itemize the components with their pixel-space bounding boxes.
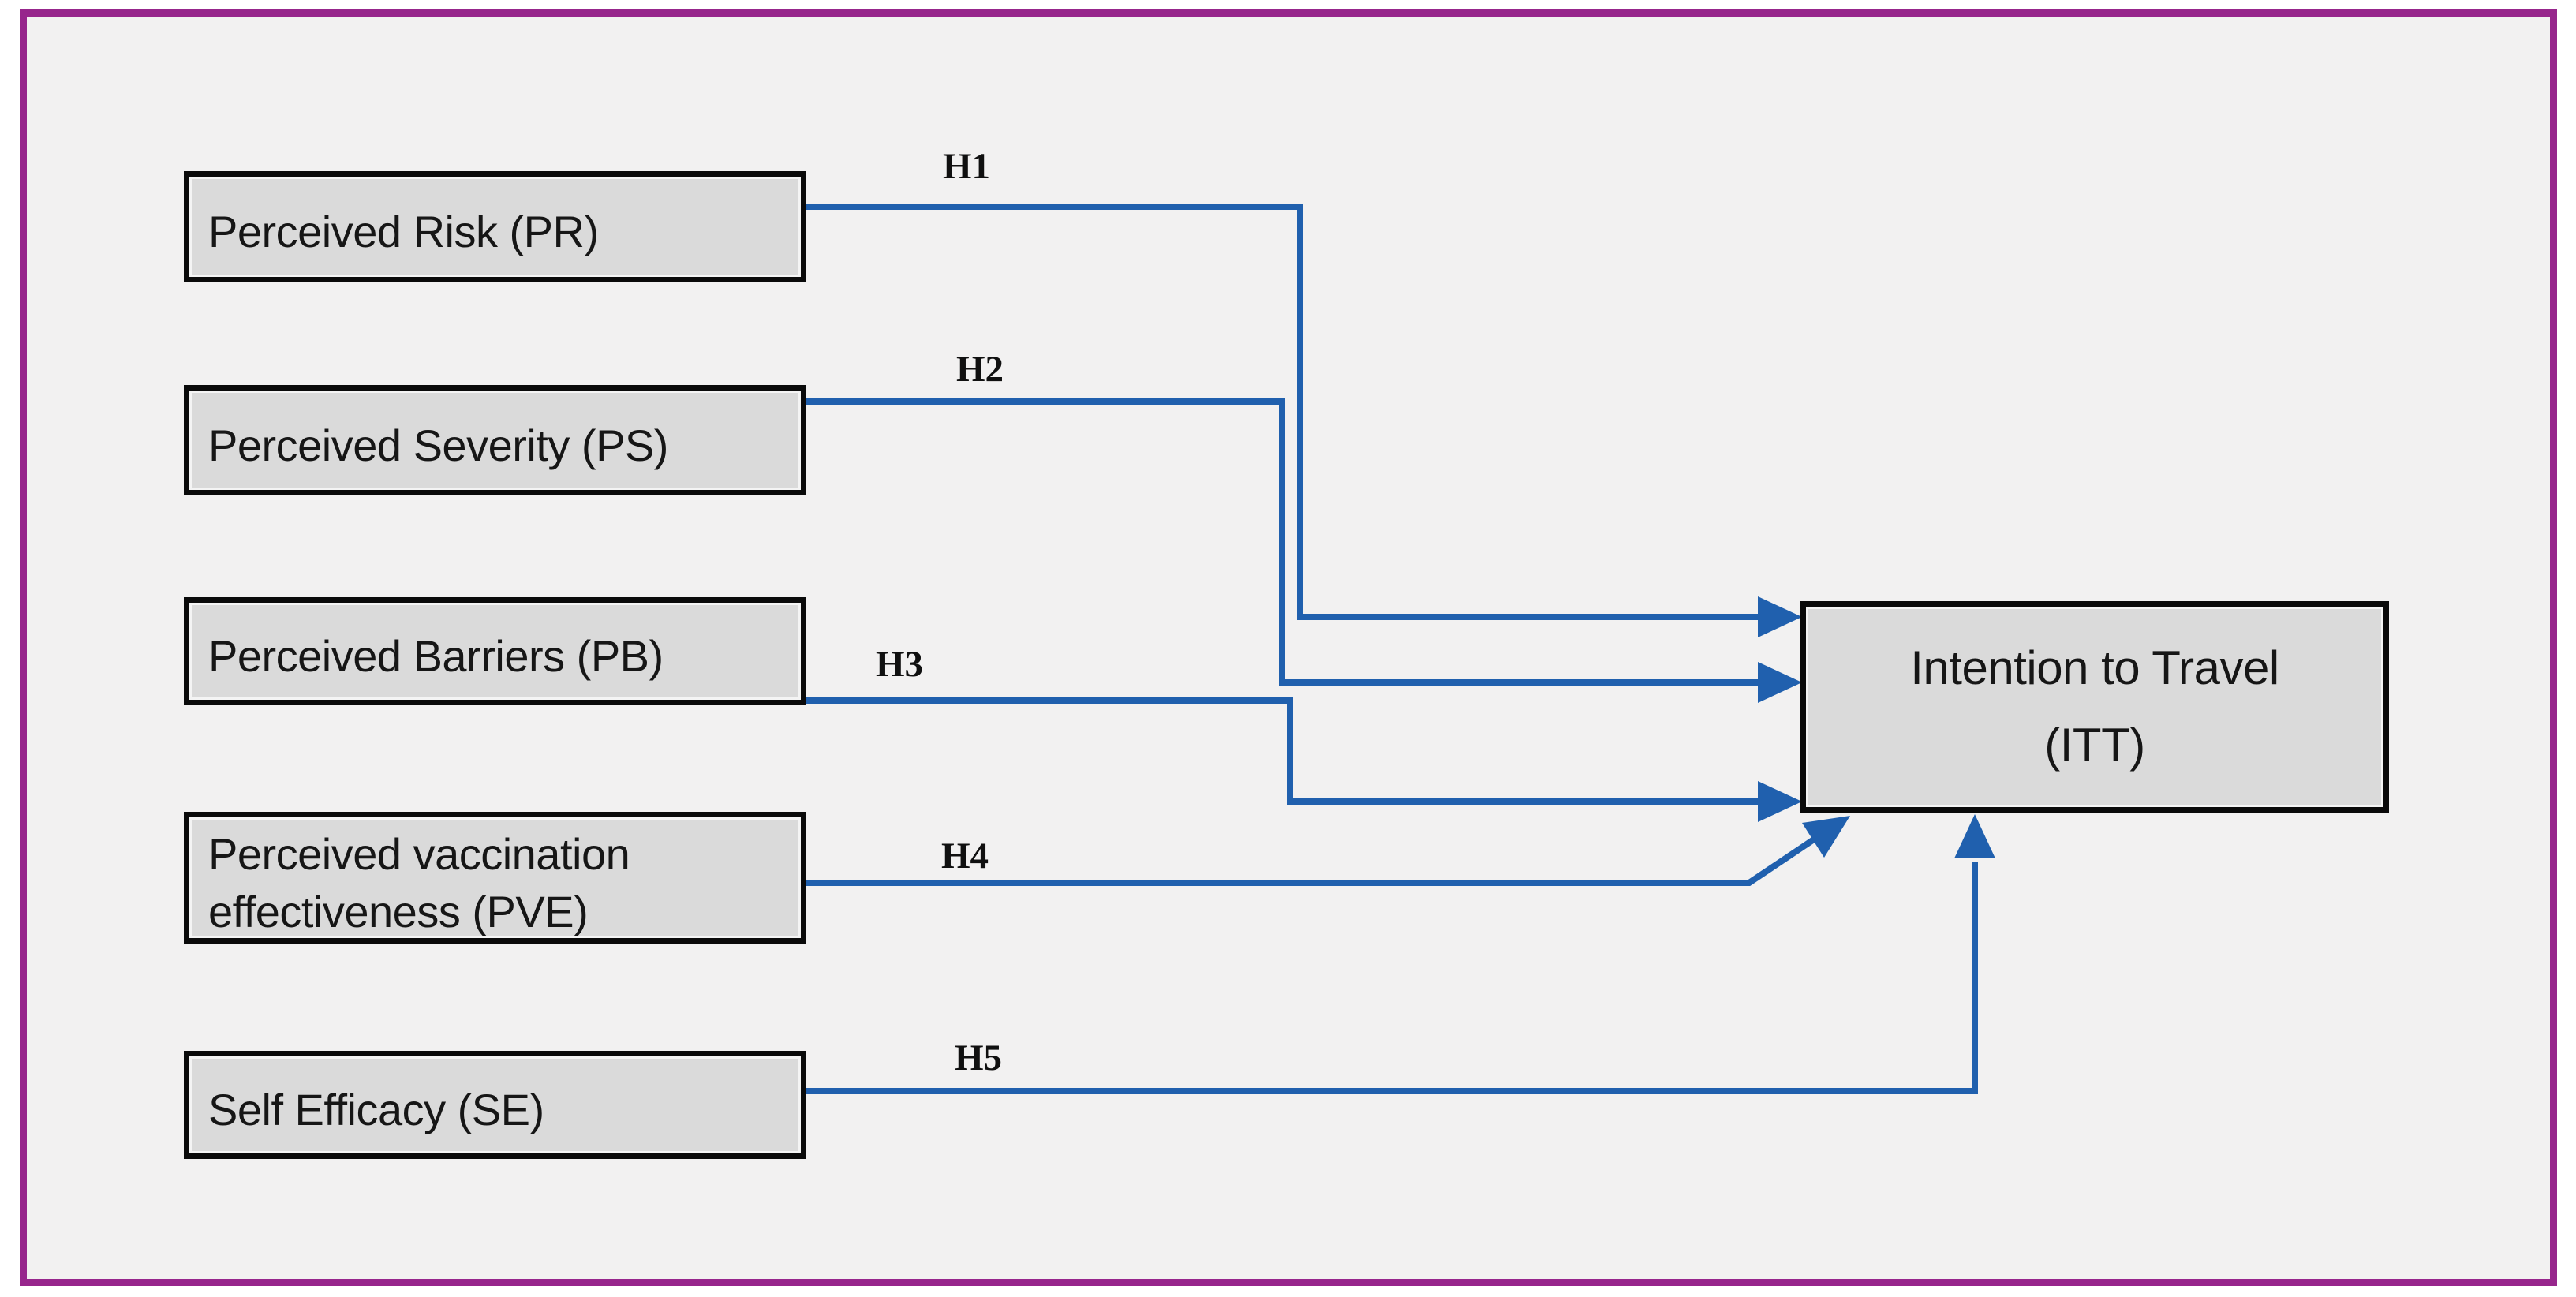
node-self-efficacy: Self Efficacy (SE) — [184, 1051, 806, 1159]
node-label: Perceived Barriers (PB) — [208, 631, 664, 682]
node-label-line2: (ITT) — [2044, 719, 2145, 772]
arrowhead-h3 — [1758, 781, 1802, 822]
arrowhead-h5 — [1954, 814, 1995, 858]
hypothesis-label-h4: H4 — [940, 835, 989, 877]
node-perceived-vaccination-effectiveness: Perceived vaccination effectiveness (PVE… — [184, 812, 806, 944]
hypothesis-label-h3: H3 — [875, 644, 924, 685]
node-perceived-risk: Perceived Risk (PR) — [184, 171, 806, 282]
connector-h5 — [806, 814, 1995, 1094]
node-perceived-barriers: Perceived Barriers (PB) — [184, 597, 806, 705]
node-label: Perceived Risk (PR) — [208, 207, 599, 257]
hypothesis-label-h1: H1 — [942, 146, 991, 187]
node-label: Perceived vaccination effectiveness (PVE… — [208, 828, 630, 936]
node-intention-to-travel: Intention to Travel (ITT) — [1800, 601, 2389, 813]
node-perceived-severity: Perceived Severity (PS) — [184, 385, 806, 495]
connector-h2 — [806, 398, 1802, 703]
connector-h4 — [806, 816, 1850, 886]
arrowhead-h2 — [1758, 662, 1802, 703]
connector-h3 — [806, 697, 1802, 822]
hypothesis-label-h2: H2 — [955, 349, 1004, 390]
arrowhead-h1 — [1758, 596, 1802, 637]
hypothesis-label-h5: H5 — [954, 1037, 1003, 1078]
node-label-line1: Intention to Travel — [1910, 641, 2279, 694]
node-label: Self Efficacy (SE) — [208, 1085, 544, 1135]
connector-h1 — [806, 204, 1802, 637]
arrowhead-h4 — [1802, 816, 1850, 858]
node-label: Perceived Severity (PS) — [208, 420, 668, 470]
